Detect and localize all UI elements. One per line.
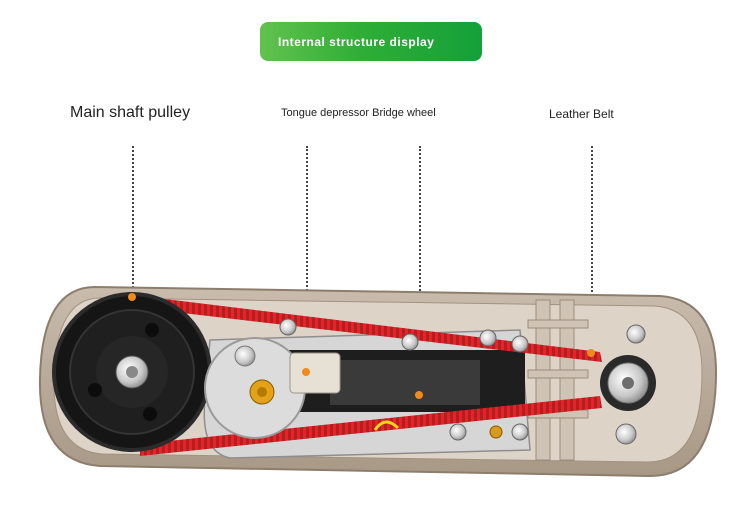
label-leather-belt: Leather Belt bbox=[549, 107, 614, 121]
right-bracket bbox=[527, 299, 589, 461]
motor-pulley bbox=[600, 355, 656, 411]
label-tongue-depressor-bridge-wheel: Tongue depressor Bridge wheel bbox=[281, 107, 436, 119]
tongue-depressor bbox=[289, 352, 341, 394]
title-banner: Internal structure display bbox=[260, 22, 482, 61]
bridge-wheel-large bbox=[204, 337, 306, 439]
main-shaft-pulley bbox=[52, 292, 212, 452]
banner-text: Internal structure display bbox=[278, 34, 435, 49]
yellow-wire bbox=[373, 420, 400, 431]
leader-line-bridge-wheel bbox=[419, 146, 421, 394]
orange-markers bbox=[128, 293, 595, 399]
leader-line-tongue-depressor bbox=[306, 146, 308, 370]
leader-line-main-shaft bbox=[132, 146, 134, 296]
screws bbox=[279, 318, 646, 445]
leader-line-leather-belt bbox=[591, 146, 593, 352]
label-main-shaft-pulley: Main shaft pulley bbox=[70, 104, 191, 121]
